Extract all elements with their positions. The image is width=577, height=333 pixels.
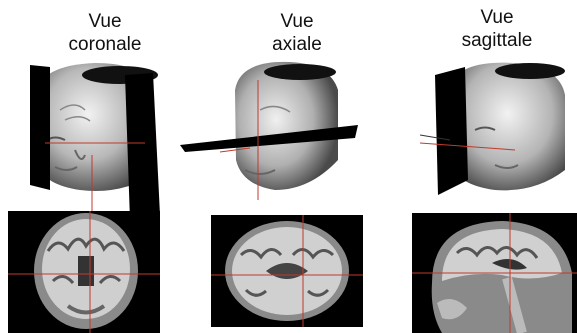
mri-slice-coronal — [8, 211, 160, 333]
title-sagittal-line2: sagittale — [422, 29, 572, 52]
title-sagittal-line1: Vue — [422, 6, 572, 29]
head-render-axial — [180, 50, 360, 210]
head-render-sagittal — [420, 55, 570, 205]
title-sagittal: Vue sagittale — [422, 6, 572, 52]
title-axial-line1: Vue — [222, 10, 372, 33]
mri-slice-sagittal — [412, 213, 577, 333]
title-coronal-line1: Vue — [30, 10, 180, 33]
mri-slice-axial — [211, 215, 363, 327]
title-coronal: Vue coronale — [30, 10, 180, 56]
head-render-coronal — [25, 55, 175, 215]
title-coronal-line2: coronale — [30, 33, 180, 56]
